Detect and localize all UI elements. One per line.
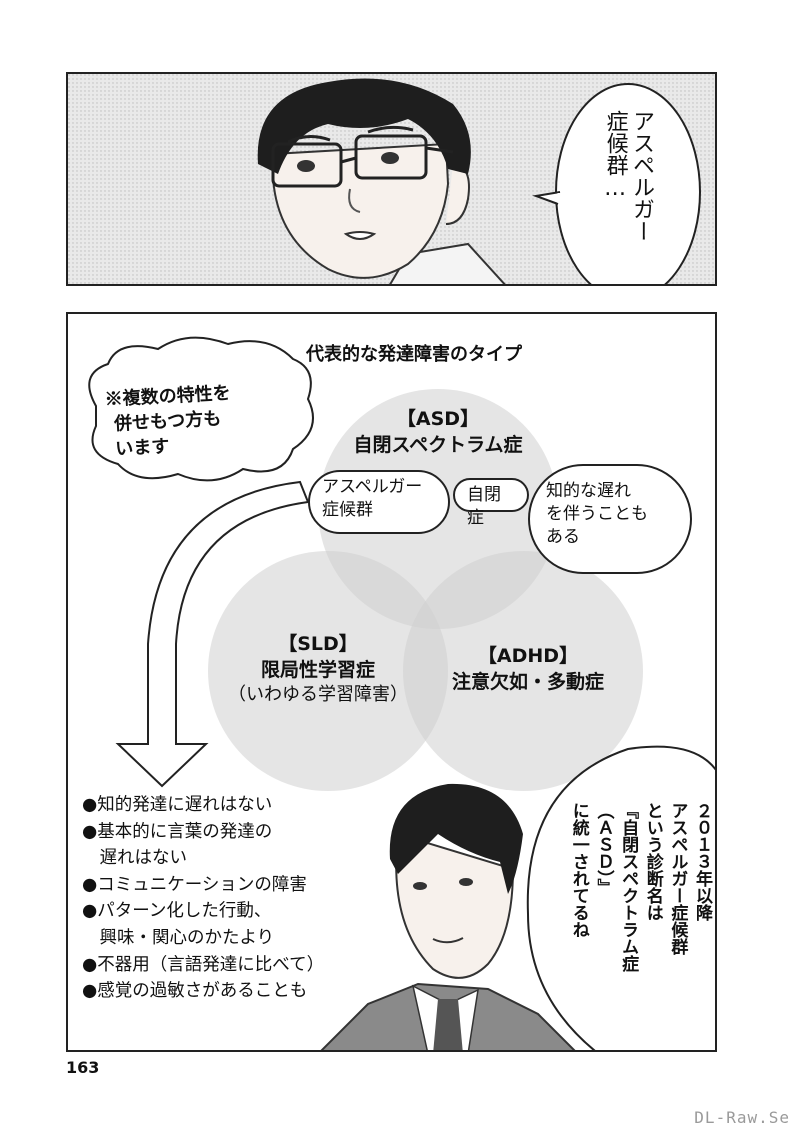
watermark-text: DL-Raw.Se [694,1108,790,1127]
feature-item: ●基本的に言葉の発達の [82,821,273,842]
intellectual-delay-bubble: 知的な遅れ を伴うことも ある [528,464,692,574]
handwritten-cloud [88,336,314,482]
feature-item: ●不器用（言語発達に比べて） [82,954,325,975]
top-panel: アスペルガー症候群… [66,72,717,286]
page-number: 163 [66,1058,100,1077]
adhd-circle [403,551,643,791]
adhd-label: 【ADHD】 注意欠如・多動症 [428,644,628,695]
feature-item: 興味・関心のかたより [82,927,275,948]
autism-bubble: 自閉症 [453,478,529,528]
feature-item: ●パターン化した行動、 [82,901,272,922]
asd-tag: 【ASD】 [396,408,480,430]
feature-item: ●知的発達に遅れはない [82,795,273,815]
chart-title: 代表的な発達障害のタイプ [306,344,522,365]
feature-item: ●感覚の過敏さがあることも [82,981,308,1002]
asd-label: 【ASD】 自閉スペクトラム症 [338,407,538,458]
adhd-name: 注意欠如・多動症 [451,670,604,693]
curved-arrow [115,480,310,788]
main-panel: 代表的な発達障害のタイプ 【ASD】 自閉スペクトラム症 【SLD】 限局性学習… [66,312,717,1052]
feature-item: ●コミュニケーションの障害 [82,874,307,895]
feature-item: 遅れはない [82,848,187,869]
bottom-speech-bubble [526,745,715,1050]
asperger-bubble: アスペルガー 症候群 [308,470,450,534]
sld-name: 限局性学習症 [260,658,375,681]
handwritten-note: ※複数の特性を 併せもつ方も います [104,382,232,461]
sld-label: 【SLD】 限局性学習症 （いわゆる学習障害） [218,632,418,708]
top-speech-text: アスペルガー症候群… [602,110,654,242]
feature-list: ●知的発達に遅れはない ●基本的に言葉の発達の 遅れはない ●コミュニケーション… [82,792,324,1005]
sld-note: （いわゆる学習障害） [228,684,408,706]
adhd-tag: 【ADHD】 [477,645,579,667]
venn-diagram [88,336,715,1050]
man-with-glasses-illustration [68,74,715,284]
asd-name: 自閉スペクトラム症 [353,433,523,456]
man-bottom-illustration [320,783,576,1050]
bottom-speech-text: ２０１３年以降 アスペルガー症候群 という診断名は 『自閉スペクトラム症 （ＡＳ… [568,802,712,972]
sld-circle [208,551,448,791]
sld-tag: 【SLD】 [278,633,358,655]
